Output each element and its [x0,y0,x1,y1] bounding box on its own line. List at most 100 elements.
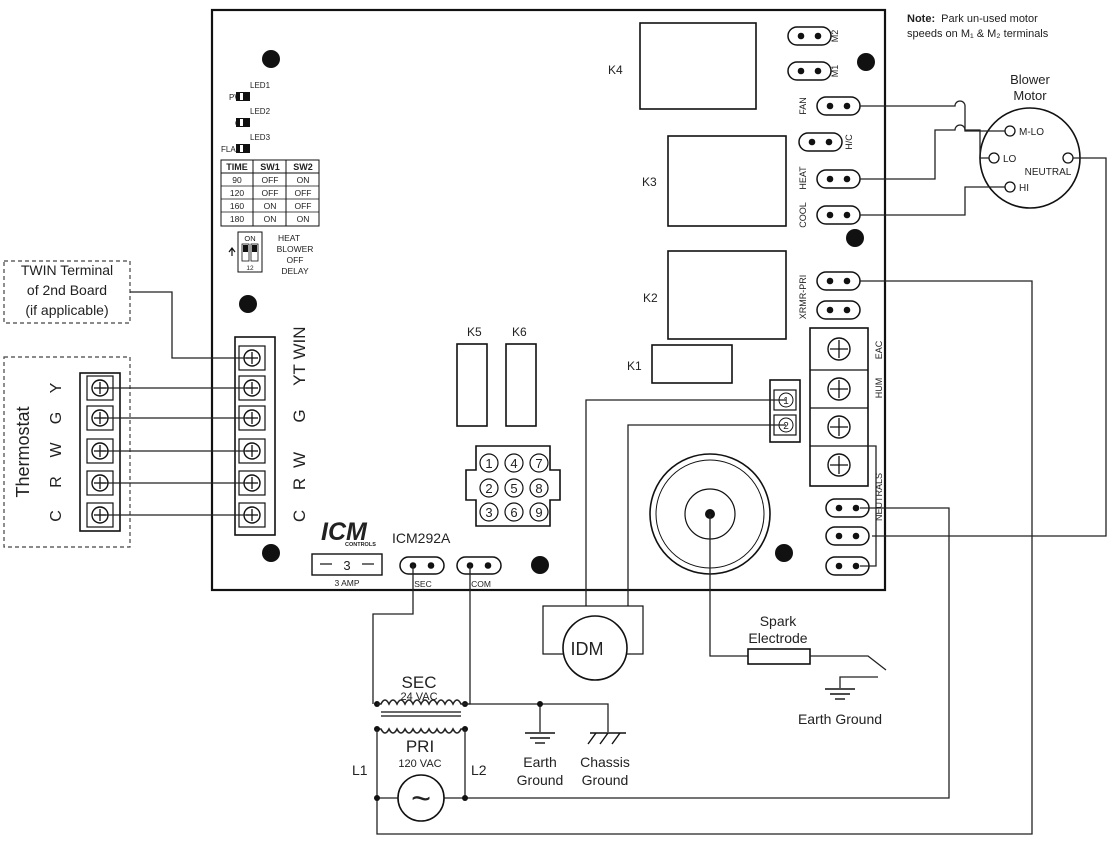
fuse-label: 3 AMP [334,578,359,588]
wire-spark [709,514,748,657]
primary-coil [377,727,465,734]
note-line1: Note: Park un-used motor [907,13,1038,25]
m2-terminal[interactable] [787,26,832,46]
board-terminal-screw-head[interactable] [243,474,261,492]
motor-neutral-label: NEUTRAL [1025,167,1072,178]
cool-terminal[interactable] [816,205,861,225]
note-line2: speeds on M₁ & M₂ terminals [907,28,1049,40]
relay-k1 [651,344,733,384]
connector-pin: 9 [529,502,549,522]
logo-text: ICM [321,518,368,546]
table-cell: 180 [230,214,244,224]
board-term-c: C [290,510,309,522]
board-term-g: G [290,409,309,422]
wire-l2-neutral [464,507,950,799]
accessory-terminal-screw[interactable] [827,337,851,361]
twin-line1: TWIN Terminal [21,262,113,278]
idm-connector: 1 2 [769,379,801,443]
spark-gap [810,655,887,671]
twin-line2: of 2nd Board [27,282,107,298]
dip-label: DELAY [281,266,309,276]
connector-pin-number: 9 [535,505,542,520]
connector-pin: 2 [479,478,499,498]
twin-line3: (if applicable) [25,302,108,318]
wire-fan-mlo [860,100,1005,132]
relay-k6-label: K6 [512,325,527,339]
heat-terminal[interactable] [816,169,861,189]
xfmr-pri-terminal[interactable] [816,271,861,291]
m1-label: M1 [830,65,840,78]
earth-ground-icon [525,732,555,744]
board-terminal-screw[interactable] [238,345,266,371]
accessory-terminal-screw[interactable] [827,453,851,477]
spark-label1: Spark [760,613,798,629]
blower-title1: Blower [1010,72,1050,87]
connector-pin-number: 6 [510,505,517,520]
connector-pin: 5 [504,478,524,498]
connector-pin: 7 [529,453,549,473]
tstat-term-r: R [48,476,65,488]
table-header: SW1 [260,162,280,172]
connector-pin-number: 2 [485,481,492,496]
flame-label: FLAME [221,145,248,154]
relay-k1-label: K1 [627,359,642,373]
accessory-terminal-block [809,327,869,487]
fan-terminal[interactable] [816,96,861,116]
led-indicators: LED1 PWR LED2 OK LED3 FLAME [221,81,271,154]
wire-sec [372,565,414,704]
xfmr-pri-terminal-2[interactable] [816,300,861,320]
connector-pin-number: 3 [485,505,492,520]
connector-pin: 6 [504,502,524,522]
dip-numbers: 12 [246,265,254,272]
connector-pin: 4 [504,453,524,473]
hc-terminal[interactable] [798,132,843,152]
m1-terminal[interactable] [787,61,832,81]
idm-pin: 2 [783,421,789,432]
pri-title: PRI [406,737,434,756]
connector-pin-number: 7 [535,456,542,471]
dip-label: BLOWER [277,244,314,254]
mounting-hole [775,544,793,562]
board-term-win: WIN [290,326,309,359]
accessory-terminal-screw[interactable] [827,415,851,439]
sec-label: SEC [414,579,431,589]
connector-pin: 8 [529,478,549,498]
sec-title: SEC [402,673,437,692]
earth-label2: Ground [517,772,564,788]
l2-label: L2 [471,762,487,778]
table-cell: OFF [262,188,279,198]
table-cell: ON [264,201,277,211]
motor-lo-label: LO [1003,154,1017,165]
dip-switch[interactable]: ON 12 HEAT BLOWER OFF DELAY [228,231,314,276]
relay-k5 [456,343,488,427]
sec-terminal[interactable] [399,556,445,575]
neutral-terminal[interactable] [825,526,870,546]
table-cell: 160 [230,201,244,211]
relay-k4 [639,22,757,110]
mounting-hole [846,229,864,247]
table-cell: OFF [262,175,279,185]
table-cell: ON [264,214,277,224]
heat-label: HEAT [798,166,808,190]
tstat-term-w: W [48,442,65,458]
eac-label: EAC [874,340,884,359]
connector-pin-number: 8 [535,481,542,496]
earth-ground-right-label: Earth Ground [798,711,882,727]
relay-k3 [667,135,787,227]
com-terminal[interactable] [456,556,502,575]
tstat-term-y: Y [48,382,65,393]
connector-pin: 1 [479,453,499,473]
ac-source [397,774,445,822]
m2-label: M2 [830,30,840,43]
com-label: COM [471,579,491,589]
spark-label2: Electrode [748,630,807,646]
mounting-hole [531,556,549,574]
led2-label: LED2 [250,107,271,116]
earth-ground-icon [825,688,855,700]
chassis-ground-icon [587,732,626,745]
dip-on-label: ON [244,234,255,243]
board-term-yt: YT [290,364,309,386]
board-terminal-screw-head[interactable] [243,409,261,427]
accessory-terminal-screw[interactable] [827,377,851,401]
